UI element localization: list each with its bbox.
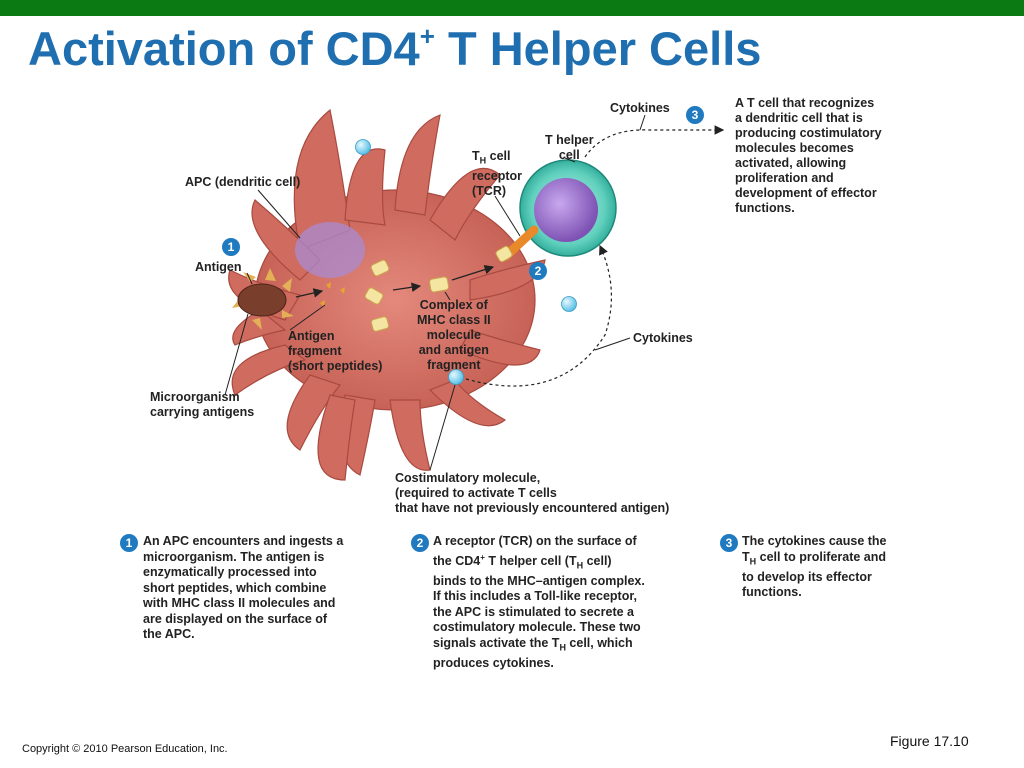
label-th-receptor: TH cell receptor(TCR): [472, 149, 523, 198]
cytokine-molecules: [355, 139, 577, 385]
step-2-marker: 2: [529, 262, 547, 280]
copyright-notice: Copyright © 2010 Pearson Education, Inc.: [22, 743, 228, 755]
label-cytokines-right: Cytokines: [633, 331, 693, 345]
figure-number: Figure 17.10: [890, 733, 969, 749]
t-helper-cell: [519, 159, 617, 257]
top-accent-bar: [0, 0, 1024, 16]
caption-step-3: The cytokines cause the TH cell to proli…: [742, 534, 887, 599]
caption-step-2: A receptor (TCR) on the surface of the C…: [433, 534, 645, 670]
step-1-marker: 1: [222, 238, 240, 256]
caption-1-marker: 1: [120, 534, 138, 552]
slide-title: Activation of CD4+ T Helper Cells: [28, 21, 762, 75]
antigen-complexes: [364, 259, 450, 332]
apc-nucleus: [295, 222, 365, 278]
label-leaders: [224, 114, 646, 471]
microorganism: [232, 268, 294, 330]
label-antigen: Antigen: [195, 260, 242, 274]
caption-3-marker: 3: [720, 534, 738, 552]
label-cytokines-top: Cytokines: [610, 101, 670, 115]
step-3-marker: 3: [686, 106, 704, 124]
short-peptides: [320, 282, 345, 307]
label-costimulatory: Costimulatory molecule,(required to acti…: [395, 471, 670, 515]
label-apc: APC (dendritic cell): [185, 175, 301, 189]
tcr-receptor: [495, 225, 539, 263]
process-arrows: [295, 125, 725, 387]
caption-2-marker: 2: [411, 534, 429, 552]
